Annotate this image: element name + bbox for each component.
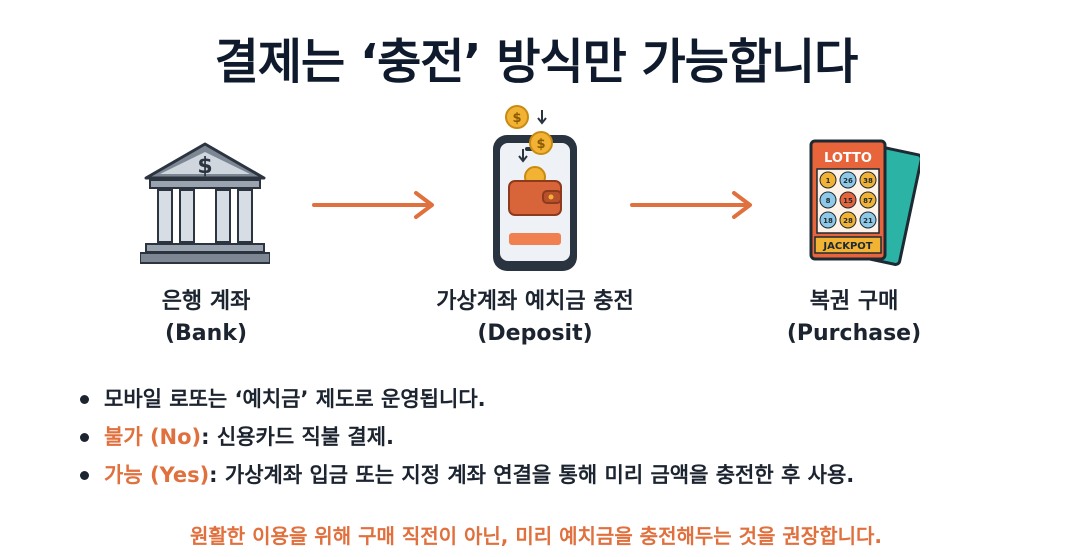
- lotto-ball: [839, 211, 857, 229]
- step-title: 복권 구매: [809, 289, 899, 314]
- step-title: 가상계좌 예치금 충전: [436, 289, 634, 314]
- bullet-prefix-no: 불가 (No): [104, 425, 202, 449]
- bullet-text: : 가상계좌 입금 또는 지정 계좌 연결을 통해 미리 금액을 충전한 후 사…: [209, 463, 855, 487]
- step-label-deposit: 가상계좌 예치금 충전 (Deposit): [405, 286, 665, 350]
- bullet-prefix-yes: 가능 (Yes): [104, 463, 210, 487]
- step-title: 은행 계좌: [161, 289, 251, 314]
- lotto-ball: [859, 211, 877, 229]
- coin-icon: $: [536, 137, 545, 152]
- arrow-right-icon: [312, 191, 434, 219]
- ticket-number-balls: 1 26 38 8 15 87 18 28 21: [819, 171, 877, 229]
- lotto-ball: [839, 171, 857, 189]
- lotto-ball-number: 21: [863, 217, 873, 225]
- step-subtitle: (Purchase): [786, 321, 922, 346]
- step-label-purchase: 복권 구매 (Purchase): [724, 286, 984, 350]
- lotto-ball: [819, 191, 837, 209]
- arrow-right-icon: [630, 191, 752, 219]
- bullet-text: 모바일 로또는 ‘예치금’ 제도로 운영됩니다.: [104, 387, 486, 411]
- lotto-ball-number: 26: [843, 177, 853, 185]
- lotto-ball: [819, 211, 837, 229]
- dollar-sign-icon: $: [197, 154, 212, 179]
- list-item: 모바일 로또는 ‘예치금’ 제도로 운영됩니다.: [78, 380, 1038, 418]
- payment-flow-diagram: $ $ $: [0, 100, 1072, 360]
- lotto-ball-number: 18: [823, 217, 833, 225]
- lotto-ball-number: 15: [843, 197, 853, 205]
- recommendation-notice: 원활한 이용을 위해 구매 직전이 아닌, 미리 예치금을 충전해두는 것을 권…: [189, 524, 883, 548]
- ticket-footer: JACKPOT: [822, 241, 872, 252]
- lotto-ball-number: 38: [863, 177, 873, 185]
- bank-icon: $: [140, 142, 270, 264]
- lotto-ball-number: 8: [826, 197, 831, 205]
- lotto-ball-number: 28: [843, 217, 853, 225]
- page-title: 결제는 ‘충전’ 방식만 가능합니다: [214, 34, 859, 90]
- step-subtitle: (Deposit): [477, 321, 593, 346]
- lotto-ball: [859, 171, 877, 189]
- list-item: 가능 (Yes): 가상계좌 입금 또는 지정 계좌 연결을 통해 미리 금액을…: [78, 456, 1038, 494]
- ticket-header: LOTTO: [824, 151, 872, 166]
- lotto-ball: [839, 191, 857, 209]
- lotto-ticket-icon: LOTTO 1 26 38 8 15 87 18 28 21 JACKPOT: [809, 139, 920, 266]
- coin-icon: $: [512, 111, 521, 126]
- lotto-ball: [859, 191, 877, 209]
- info-bullet-list: 모바일 로또는 ‘예치금’ 제도로 운영됩니다. 불가 (No): 신용카드 직…: [78, 380, 1038, 494]
- step-label-bank: 은행 계좌 (Bank): [76, 286, 336, 350]
- lotto-ball: [819, 171, 837, 189]
- step-subtitle: (Bank): [164, 321, 248, 346]
- bullet-text: : 신용카드 직불 결제.: [201, 425, 395, 449]
- phone-wallet-icon: $ $: [493, 105, 577, 271]
- lotto-ball-number: 87: [863, 197, 873, 205]
- list-item: 불가 (No): 신용카드 직불 결제.: [78, 418, 1038, 456]
- lotto-ball-number: 1: [826, 177, 831, 185]
